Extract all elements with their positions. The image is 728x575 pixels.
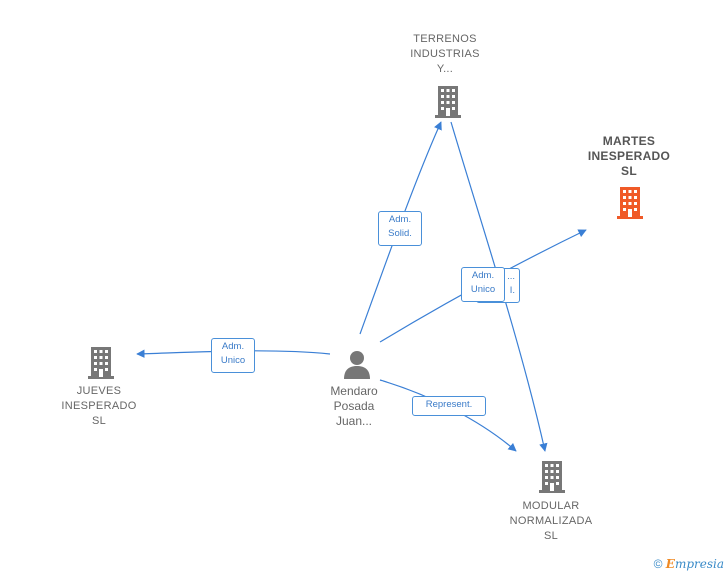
node-label-person[interactable]: Mendaro Posada Juan... — [314, 384, 394, 429]
node-label-line: MODULAR — [522, 500, 580, 512]
empresia-watermark: © Empresia — [654, 557, 724, 571]
node-label-line: Y... — [436, 63, 454, 75]
edge-label-line: Unico — [220, 355, 246, 366]
brand-rest: mpresia — [674, 557, 724, 571]
node-label-line: INESPERADO — [61, 400, 137, 412]
building-icon-martes[interactable] — [614, 185, 646, 219]
node-label-line: MARTES — [602, 134, 656, 148]
node-label-line: INDUSTRIAS — [410, 48, 480, 60]
node-label-line: SL — [621, 164, 637, 178]
node-label-modular[interactable]: MODULAR NORMALIZADA SL — [499, 499, 603, 544]
node-label-line: JUEVES — [76, 385, 122, 397]
edge-label-line: Adm. — [388, 214, 412, 225]
brand-name: Empresia — [666, 557, 724, 571]
edge-label-adm-solid: Adm. Solid. — [378, 211, 422, 246]
edge-label-line: Unico — [470, 284, 496, 295]
edge-label-adm-unico-jueves: Adm. Unico — [211, 338, 255, 373]
edge-label-adm-unico-martes: Adm. Unico — [461, 267, 505, 302]
building-icon-jueves[interactable] — [85, 345, 117, 379]
copyright-icon: © — [653, 557, 663, 571]
building-icon-terrenos[interactable] — [432, 84, 464, 118]
edge-label-represent: Represent. — [412, 396, 486, 416]
node-label-terrenos[interactable]: TERRENOS INDUSTRIAS Y... — [395, 32, 495, 77]
node-label-line: SL — [543, 530, 559, 542]
brand-initial: E — [665, 557, 675, 571]
edge-label-line: Represent. — [425, 399, 473, 410]
building-icon-modular[interactable] — [536, 459, 568, 493]
edge-label-line: Adm. — [221, 341, 245, 352]
node-label-line: TERRENOS — [413, 33, 477, 45]
edge-label-line: ... — [507, 271, 515, 282]
node-label-line: Mendaro — [330, 384, 378, 398]
node-label-jueves[interactable]: JUEVES INESPERADO SL — [49, 384, 149, 429]
edge-label-line: Adm. — [471, 270, 495, 281]
edge-label-line: I. — [509, 285, 515, 296]
node-label-line: SL — [91, 415, 107, 427]
node-label-line: Posada — [333, 399, 375, 413]
edge-label-line: Solid. — [388, 228, 412, 239]
node-label-martes[interactable]: MARTES INESPERADO SL — [572, 134, 686, 179]
node-label-line: Juan... — [335, 414, 373, 428]
person-icon[interactable] — [342, 349, 372, 379]
node-label-line: NORMALIZADA — [509, 515, 593, 527]
node-label-line: INESPERADO — [587, 149, 671, 163]
